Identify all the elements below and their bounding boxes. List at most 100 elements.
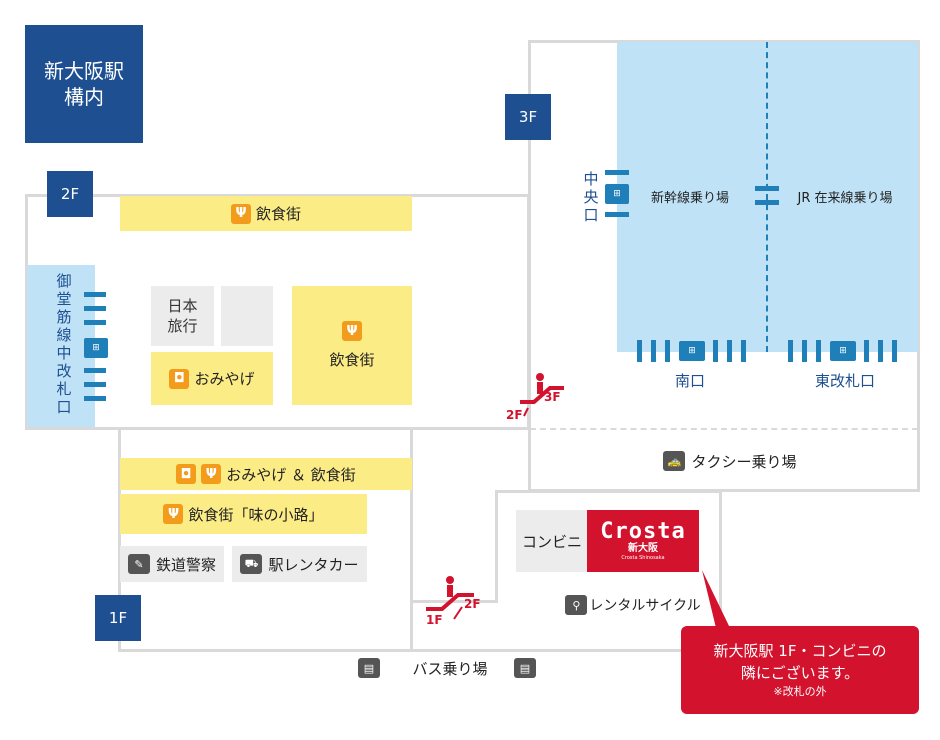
escalator-icon: 2F 1F bbox=[424, 575, 488, 627]
ticket-gate-icon: ⊞ bbox=[830, 341, 856, 361]
gate-bar bbox=[84, 306, 106, 311]
midosuji-char: 札 bbox=[56, 380, 72, 398]
crosta-sub: 新大阪 bbox=[628, 542, 658, 554]
rental-cycle-label: レンタルサイクル bbox=[589, 598, 701, 614]
east-gate[interactable]: 東改札口 bbox=[814, 371, 875, 390]
nihon-ryoko[interactable]: 日本 旅行 bbox=[151, 286, 214, 346]
midosuji-gate-label: 御 堂 筋 線 中 改 札 口 bbox=[55, 272, 73, 416]
shinkansen-platform: 新幹線乗り場 bbox=[650, 190, 729, 206]
police-label: 鉄道警察 bbox=[155, 555, 216, 574]
floor-label-1f: 1F bbox=[95, 595, 141, 641]
bus-stop[interactable]: バス乗り場 bbox=[412, 659, 488, 678]
dining-top-label: 飲食街 bbox=[255, 205, 301, 223]
midosuji-char: 筋 bbox=[56, 308, 72, 326]
aji-no-koji-label: 飲食街「味の小路」 bbox=[188, 505, 324, 524]
midosuji-char: 線 bbox=[56, 326, 72, 344]
central-char: 口 bbox=[583, 206, 599, 224]
omiyage-label: おみやげ bbox=[194, 370, 255, 388]
dining-top[interactable]: Ψ 飲食街 bbox=[120, 196, 412, 231]
central-char: 央 bbox=[583, 188, 599, 206]
1f-inner-wall-3 bbox=[410, 600, 498, 603]
esc-lower-b: 1F bbox=[426, 613, 443, 627]
fork-knife-icon: Ψ bbox=[230, 203, 251, 224]
shopping-bag-icon: ◘ bbox=[176, 464, 197, 484]
gate-bar bbox=[802, 340, 807, 362]
midosuji-gate-area bbox=[27, 265, 95, 427]
platform-divider bbox=[766, 42, 768, 352]
rental-car[interactable]: ⛟ 駅レンタカー bbox=[232, 546, 367, 582]
floor-1f-right-outline bbox=[410, 490, 722, 652]
map-title: 新大阪駅 構内 bbox=[25, 25, 143, 143]
omiyage-shop[interactable]: ◘ おみやげ bbox=[151, 352, 273, 405]
south-gate[interactable]: 南口 bbox=[674, 371, 705, 390]
central-char: 中 bbox=[583, 170, 599, 188]
escalator-icon: 3F 2F bbox=[506, 372, 570, 422]
gate-bar bbox=[755, 200, 779, 205]
floor-3f-outline bbox=[528, 40, 920, 492]
gate-bar bbox=[816, 340, 821, 362]
1f-wall-cover bbox=[413, 430, 497, 602]
bicycle-icon: ⚲ bbox=[565, 595, 588, 615]
car-icon: ⛟ bbox=[240, 554, 263, 574]
gate-bar bbox=[864, 340, 869, 362]
gate-bar bbox=[755, 186, 779, 191]
floor-label-3f: 3F bbox=[505, 94, 551, 140]
gate-bar bbox=[878, 340, 883, 362]
gate-bar bbox=[665, 340, 670, 362]
escalator-2f-1f-graphic bbox=[426, 576, 474, 620]
1f-inner-wall-4 bbox=[495, 490, 498, 603]
fork-knife-icon: Ψ bbox=[201, 464, 222, 484]
callout-box: 新大阪駅 1F・コンビニの 隣にございます。 ※改札の外 bbox=[681, 626, 919, 714]
gate-bar bbox=[637, 340, 642, 362]
gate-bar bbox=[84, 396, 106, 401]
nihon-ryoko-line1: 日本 bbox=[167, 297, 198, 315]
callout-line1: 新大阪駅 1F・コンビニの bbox=[713, 642, 887, 660]
taxi-icon: 🚕 bbox=[663, 451, 686, 471]
esc-upper-a: 3F bbox=[544, 390, 561, 404]
fork-knife-icon: Ψ bbox=[163, 504, 184, 524]
1f-inner-wall-2 bbox=[410, 490, 413, 602]
railway-police[interactable]: ✎ 鉄道警察 bbox=[120, 546, 224, 582]
callout-note: ※改札の外 bbox=[773, 685, 827, 698]
gate-bar bbox=[605, 212, 629, 217]
nihon-ryoko-line2: 旅行 bbox=[167, 317, 198, 335]
dining-right[interactable]: Ψ 飲食街 bbox=[292, 286, 412, 405]
central-gate-label: 中 央 口 bbox=[582, 170, 600, 224]
gate-bar bbox=[84, 292, 106, 297]
esc-lower-a: 2F bbox=[464, 597, 481, 611]
taxi-stand[interactable]: 🚕 タクシー乗り場 bbox=[640, 448, 820, 474]
gate-bar bbox=[741, 340, 746, 362]
esc-upper-b: 2F bbox=[506, 408, 523, 422]
shop-space bbox=[221, 286, 273, 346]
police-icon: ✎ bbox=[127, 554, 150, 574]
gate-bar bbox=[605, 170, 629, 175]
rental-car-label: 駅レンタカー bbox=[268, 555, 359, 574]
crosta-logo-text: Crosta bbox=[600, 518, 686, 544]
bus-icon: ▤ bbox=[358, 658, 380, 678]
midosuji-char: 改 bbox=[56, 362, 72, 380]
aji-no-koji[interactable]: Ψ 飲食街「味の小路」 bbox=[120, 494, 367, 534]
omiyage-dining[interactable]: ◘ Ψ おみやげ ＆ 飲食街 bbox=[120, 458, 412, 490]
midosuji-char: 口 bbox=[56, 398, 72, 416]
omiyage-dining-label: おみやげ ＆ 飲食街 bbox=[226, 465, 356, 484]
midosuji-char: 中 bbox=[56, 344, 72, 362]
escalator-3f-2f-graphic bbox=[520, 373, 564, 417]
bus-icon: ▤ bbox=[514, 658, 536, 678]
midosuji-char: 御 bbox=[56, 272, 72, 290]
fork-knife-icon: Ψ bbox=[342, 321, 362, 341]
floor-label-2f: 2F bbox=[47, 171, 93, 217]
rental-cycle[interactable]: ⚲ レンタルサイクル bbox=[558, 592, 708, 618]
gate-bar bbox=[788, 340, 793, 362]
gate-bar bbox=[651, 340, 656, 362]
convenience-store[interactable]: コンビニ bbox=[516, 510, 588, 572]
crosta-logo: Crosta 新大阪 Crosta Shinosaka bbox=[587, 510, 699, 572]
ticket-gate-icon: ⊞ bbox=[679, 341, 705, 361]
midosuji-char: 堂 bbox=[56, 290, 72, 308]
taxi-label: タクシー乗り場 bbox=[691, 452, 797, 471]
gate-bar bbox=[84, 368, 106, 373]
crosta-tiny: Crosta Shinosaka bbox=[621, 554, 665, 561]
callout-line2: 隣にございます。 bbox=[740, 664, 860, 682]
map-title-line1: 新大阪駅 bbox=[44, 59, 124, 83]
jr-platform: JR 在来線乗り場 bbox=[797, 190, 893, 206]
ticket-gate-icon: ⊞ bbox=[605, 184, 629, 204]
